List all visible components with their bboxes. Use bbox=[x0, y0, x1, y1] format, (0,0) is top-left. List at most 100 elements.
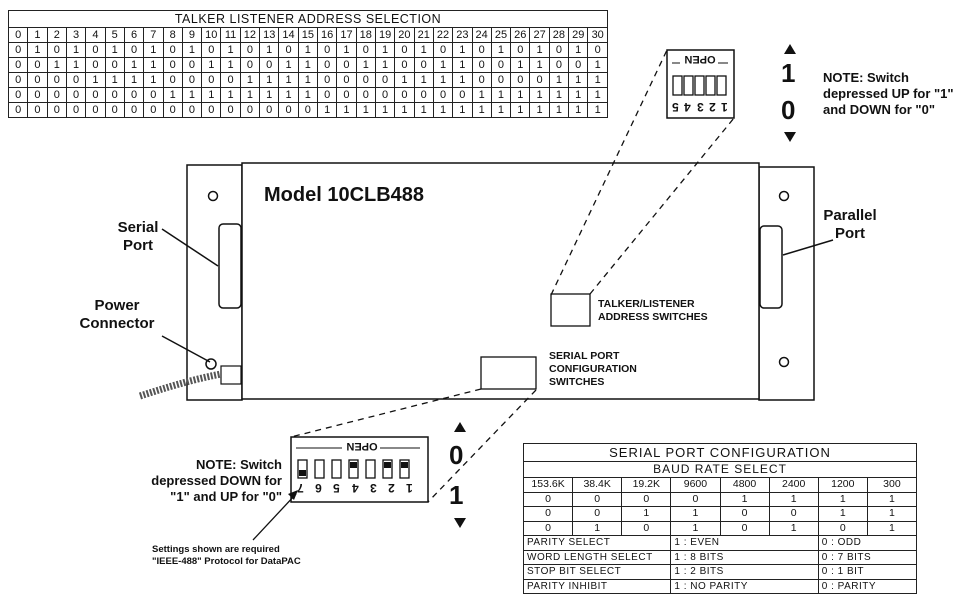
address-header-cell: 29 bbox=[568, 27, 589, 43]
table-cell: 1 bbox=[817, 506, 868, 522]
baud-rate-cell: 38.4K bbox=[572, 477, 623, 493]
bottom-zero-label: 0 bbox=[449, 440, 464, 470]
table-cell: 0 bbox=[522, 491, 574, 507]
table-cell: 0 bbox=[572, 491, 623, 507]
parallel-port-leader bbox=[782, 239, 834, 256]
arrow-down-icon bbox=[784, 132, 796, 142]
switch-number: 6 bbox=[315, 481, 322, 495]
top-one-label: 1 bbox=[781, 58, 796, 88]
switch-number: 5 bbox=[333, 481, 341, 495]
switch-number: 3 bbox=[369, 481, 377, 495]
table-cell: 1 bbox=[394, 102, 415, 118]
zoom-line bbox=[550, 49, 668, 296]
option-name: STOP BIT SELECT bbox=[522, 564, 672, 580]
table-cell: 0 bbox=[297, 102, 319, 118]
bottom-open-label: OPEN bbox=[346, 440, 378, 452]
address-header-cell: 27 bbox=[529, 27, 550, 43]
serial-port-config-table: SERIAL PORT CONFIGURATION BAUD RATE SELE… bbox=[522, 443, 918, 594]
table-cell: 1 bbox=[768, 491, 819, 507]
table-cell: 1 bbox=[432, 102, 454, 118]
right-end-plate bbox=[758, 166, 815, 401]
table-cell: 1 bbox=[587, 102, 608, 118]
table-cell: 1 bbox=[670, 506, 721, 522]
serial-switches-label: SERIAL PORT CONFIGURATION SWITCHES bbox=[549, 350, 637, 388]
option-zero: 0 : ODD bbox=[817, 535, 918, 551]
screw-hole bbox=[207, 190, 219, 202]
switch-number: 4 bbox=[351, 481, 359, 495]
option-name: PARITY INHIBIT bbox=[522, 578, 672, 594]
switch-number: 3 bbox=[696, 100, 704, 114]
option-one: 1 : EVEN bbox=[670, 535, 819, 551]
baud-rate-cell: 1200 bbox=[817, 477, 868, 493]
table-cell: 0 bbox=[522, 520, 574, 536]
switch-number: 4 bbox=[684, 100, 692, 114]
settings-leader bbox=[252, 493, 297, 541]
table-cell: 0 bbox=[719, 506, 770, 522]
table-cell: 0 bbox=[572, 506, 623, 522]
serial-config-title: SERIAL PORT CONFIGURATION bbox=[523, 443, 917, 462]
table-cell: 0 bbox=[522, 506, 574, 522]
table-cell: 0 bbox=[621, 520, 672, 536]
option-name: PARITY SELECT bbox=[522, 535, 672, 551]
parallel-port-label: Parallel Port bbox=[823, 207, 877, 242]
option-one: 1 : 2 BITS bbox=[670, 564, 819, 580]
table-cell: 0 bbox=[768, 506, 819, 522]
serial-port-label: Serial Port bbox=[117, 219, 159, 254]
power-connector-hole bbox=[205, 358, 217, 370]
switch-number: 5 bbox=[672, 100, 679, 114]
option-zero: 0 : PARITY bbox=[817, 578, 918, 594]
parallel-port-connector bbox=[759, 225, 783, 309]
top-switch-toggles bbox=[672, 75, 727, 96]
switch-number: 2 bbox=[388, 481, 395, 495]
power-cable bbox=[138, 370, 222, 400]
table-cell: 1 bbox=[817, 491, 868, 507]
bottom-one-label: 1 bbox=[449, 480, 464, 510]
switch-number: 1 bbox=[721, 100, 728, 114]
model-label: Model 10CLB488 bbox=[264, 184, 425, 206]
baud-rate-cell: 9600 bbox=[670, 477, 721, 493]
power-connector-block bbox=[220, 365, 242, 385]
table-cell: 1 bbox=[670, 520, 721, 536]
baud-rate-cell: 2400 bbox=[768, 477, 819, 493]
arrow-up-icon bbox=[454, 422, 466, 432]
baud-rate-cell: 19.2K bbox=[621, 477, 672, 493]
switch-number: 7 bbox=[297, 481, 304, 495]
table-cell: 1 bbox=[719, 491, 770, 507]
address-header-cell: 13 bbox=[259, 27, 280, 43]
top-note: NOTE: Switch depressed UP for "1" and DO… bbox=[823, 70, 954, 117]
table-cell: 0 bbox=[621, 491, 672, 507]
settings-note: Settings shown are required "IEEE-488" P… bbox=[152, 544, 301, 567]
zoom-line bbox=[427, 389, 537, 503]
table-cell: 1 bbox=[866, 506, 918, 522]
top-zero-label: 0 bbox=[781, 95, 796, 125]
table-cell: 1 bbox=[621, 506, 672, 522]
option-zero: 0 : 7 BITS bbox=[817, 549, 918, 565]
arrow-up-icon bbox=[784, 44, 796, 54]
serial-port-leader bbox=[161, 228, 219, 267]
option-zero: 0 : 1 BIT bbox=[817, 564, 918, 580]
table-cell: 1 bbox=[866, 491, 918, 507]
switch-number: 1 bbox=[406, 481, 413, 495]
arrow-down-icon bbox=[454, 518, 466, 528]
serial-port-connector bbox=[218, 223, 242, 309]
screw-hole bbox=[778, 190, 790, 202]
bottom-switch-toggles bbox=[297, 459, 410, 479]
table-cell: 1 bbox=[568, 102, 589, 118]
serial-switch-box bbox=[480, 356, 537, 390]
power-connector-label: Power Connector bbox=[79, 297, 155, 332]
